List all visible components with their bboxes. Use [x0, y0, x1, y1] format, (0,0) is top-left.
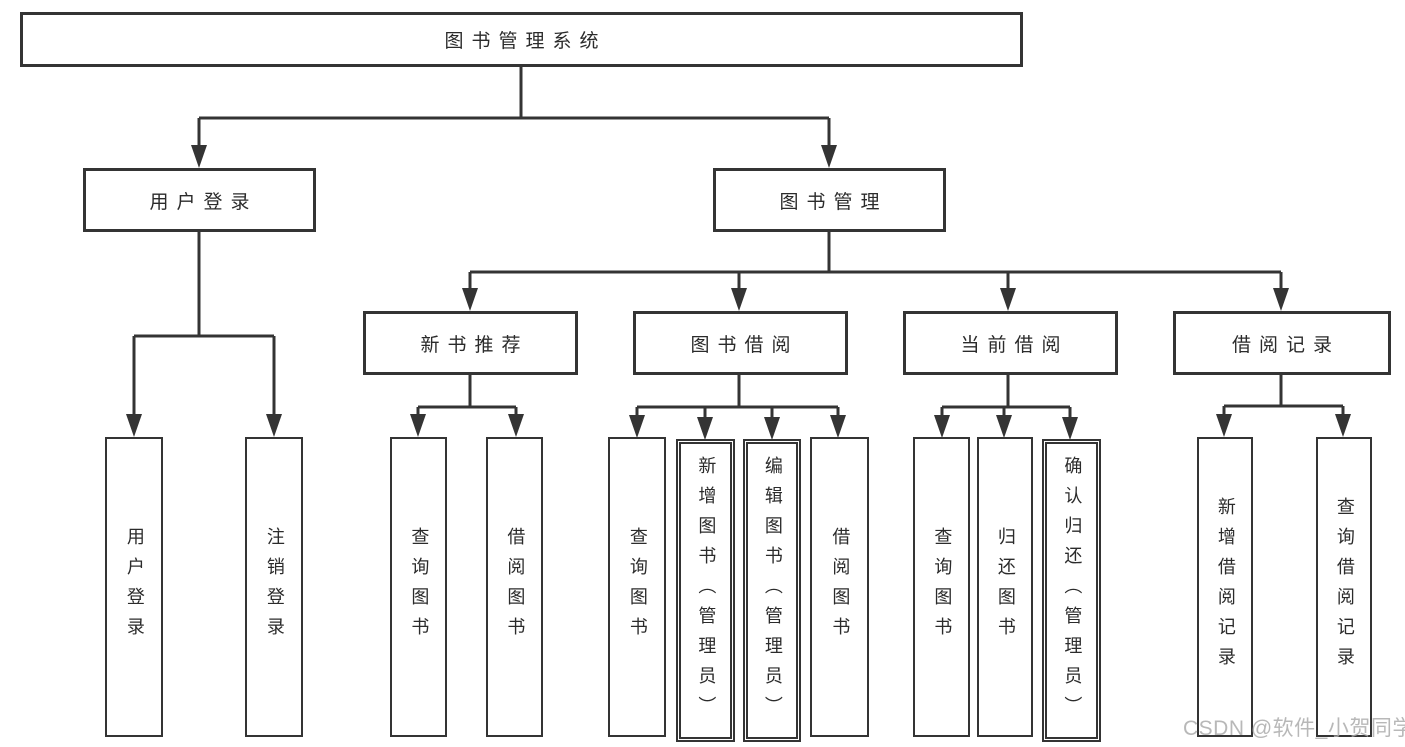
node-library-system-label: 图书管理系统 — [444, 31, 607, 52]
node-user-login: 用户登录 — [83, 168, 316, 232]
node-borrow-books-leaf-label: 借阅图书 — [830, 527, 851, 647]
node-query-borrow-record: 查询借阅记录 — [1316, 437, 1372, 737]
node-logout-label: 注销登录 — [264, 527, 285, 647]
node-user-login-label: 用户登录 — [149, 191, 258, 213]
node-edit-books-admin: 编辑图书（管理员） — [743, 439, 801, 742]
node-borrowing-records: 借阅记录 — [1173, 311, 1391, 375]
node-query-books-borrowing: 查询图书 — [608, 437, 666, 737]
node-borrow-books-recommend-label: 借阅图书 — [505, 527, 526, 647]
node-query-books-current-label: 查询图书 — [932, 527, 953, 647]
node-query-books-recommend: 查询图书 — [390, 437, 447, 737]
node-library-system: 图书管理系统 — [20, 12, 1023, 67]
node-current-borrowing-label: 当前借阅 — [960, 334, 1069, 356]
node-return-books-label: 归还图书 — [995, 527, 1016, 647]
node-confirm-return-admin-label: 确认归还（管理员） — [1062, 455, 1083, 726]
node-new-book-recommend-label: 新书推荐 — [420, 334, 529, 356]
node-add-books-admin-label: 新增图书（管理员） — [696, 455, 717, 726]
connector-lines — [132, 67, 1345, 422]
arrow-down-icons — [126, 145, 1351, 440]
node-add-borrow-record-label: 新增借阅记录 — [1215, 497, 1236, 677]
node-book-borrowing: 图书借阅 — [633, 311, 848, 375]
node-user-login-leaf: 用户登录 — [105, 437, 163, 737]
node-book-management-label: 图书管理 — [779, 191, 888, 213]
node-add-borrow-record: 新增借阅记录 — [1197, 437, 1253, 737]
node-user-login-leaf-label: 用户登录 — [124, 527, 145, 647]
node-query-books-current: 查询图书 — [913, 437, 970, 737]
node-book-management: 图书管理 — [713, 168, 946, 232]
node-borrow-books-recommend: 借阅图书 — [486, 437, 543, 737]
node-book-borrowing-label: 图书借阅 — [690, 334, 799, 356]
node-logout: 注销登录 — [245, 437, 303, 737]
node-add-books-admin: 新增图书（管理员） — [676, 439, 735, 742]
watermark-text: CSDN @软件_小贺同学 — [1183, 717, 1405, 740]
node-confirm-return-admin: 确认归还（管理员） — [1042, 439, 1101, 742]
node-return-books: 归还图书 — [977, 437, 1033, 737]
node-edit-books-admin-label: 编辑图书（管理员） — [762, 455, 783, 726]
node-query-books-recommend-label: 查询图书 — [409, 527, 430, 647]
node-query-borrow-record-label: 查询借阅记录 — [1334, 497, 1355, 677]
node-query-books-borrowing-label: 查询图书 — [627, 527, 648, 647]
node-current-borrowing: 当前借阅 — [903, 311, 1118, 375]
node-new-book-recommend: 新书推荐 — [363, 311, 578, 375]
node-borrowing-records-label: 借阅记录 — [1231, 334, 1340, 356]
node-borrow-books-leaf: 借阅图书 — [810, 437, 869, 737]
